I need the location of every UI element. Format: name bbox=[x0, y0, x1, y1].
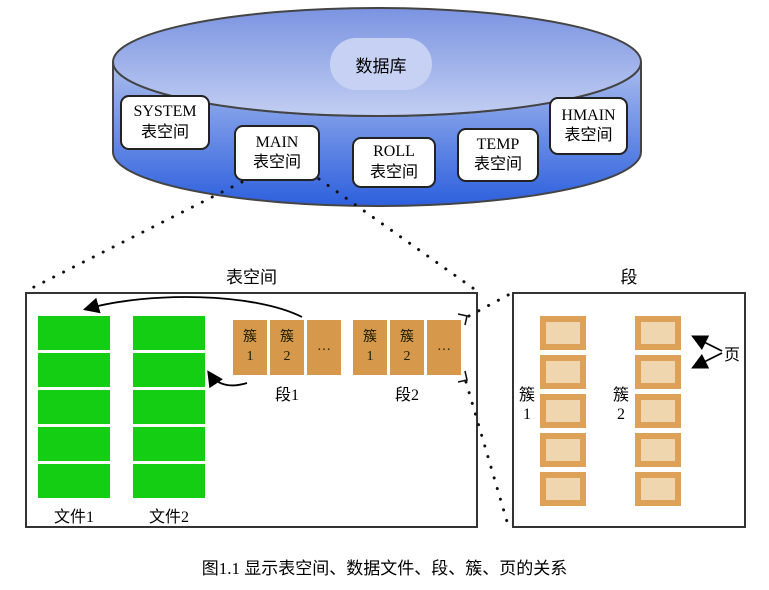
file1-block bbox=[38, 316, 110, 350]
seg1-cluster-more: … bbox=[307, 320, 341, 375]
segbox-cluster2-line2: 2 bbox=[617, 406, 625, 424]
file1-column bbox=[38, 316, 110, 501]
segbox-cluster2-line1: 簇 bbox=[612, 387, 629, 404]
tablespace-hmain-type: 表空间 bbox=[564, 127, 613, 144]
seg1-cluster-more-dots: … bbox=[317, 339, 331, 355]
tablespace-system: SYSTEM 表空间 bbox=[120, 95, 210, 150]
file2-label: 文件2 bbox=[148, 509, 189, 526]
tablespace-main: MAIN 表空间 bbox=[234, 125, 320, 181]
file2-block bbox=[133, 390, 205, 424]
database-label: 数据库 bbox=[330, 38, 432, 90]
segbox-cluster1-line2: 1 bbox=[523, 406, 531, 424]
tablespace-system-type: 表空间 bbox=[140, 123, 189, 141]
file1-block bbox=[38, 464, 110, 498]
tablespace-panel-title: 表空间 bbox=[226, 268, 277, 287]
segbox-cluster1-label: 簇 1 bbox=[512, 386, 542, 424]
tablespace-temp-name: TEMP bbox=[476, 135, 520, 153]
segment1-label: 段1 bbox=[274, 387, 299, 404]
tablespace-hmain: HMAIN 表空间 bbox=[549, 97, 628, 155]
database-label-text: 数据库 bbox=[355, 56, 407, 76]
tablespace-roll: ROLL 表空间 bbox=[352, 137, 436, 188]
segbox-cluster1-line1: 簇 bbox=[518, 387, 535, 404]
cluster1-page bbox=[540, 355, 586, 389]
seg1-cluster1-line2: 1 bbox=[246, 348, 254, 364]
tablespace-roll-type: 表空间 bbox=[369, 163, 418, 181]
file1-label: 文件1 bbox=[53, 509, 94, 526]
cluster1-page bbox=[540, 472, 586, 506]
file1-block bbox=[38, 390, 110, 424]
seg1-cluster2-line1: 簇 bbox=[280, 330, 294, 346]
seg2-cluster1-line1: 簇 bbox=[363, 330, 377, 346]
seg2-cluster2-line2: 2 bbox=[403, 348, 411, 364]
file2-block bbox=[133, 464, 205, 498]
cluster1-page bbox=[540, 433, 586, 467]
seg1-cluster2: 簇 2 bbox=[270, 320, 304, 375]
cluster2-page bbox=[635, 394, 681, 428]
seg2-cluster1-line2: 1 bbox=[366, 348, 374, 364]
tablespace-roll-name: ROLL bbox=[373, 143, 415, 161]
tablespace-main-name: MAIN bbox=[255, 133, 299, 151]
cluster2-page bbox=[635, 316, 681, 350]
file1-block bbox=[38, 427, 110, 461]
seg2-cluster2: 簇 2 bbox=[390, 320, 424, 375]
file2-block bbox=[133, 353, 205, 387]
tablespace-system-name: SYSTEM bbox=[133, 103, 197, 121]
file2-block bbox=[133, 316, 205, 350]
tablespace-main-type: 表空间 bbox=[252, 154, 301, 171]
file2-block bbox=[133, 427, 205, 461]
tablespace-temp: TEMP 表空间 bbox=[457, 128, 539, 182]
seg2-cluster2-line1: 簇 bbox=[400, 330, 414, 346]
segment-panel-title: 段 bbox=[620, 268, 638, 287]
file2-column bbox=[133, 316, 205, 501]
cluster1-page bbox=[540, 316, 586, 350]
seg2-cluster-more-dots: … bbox=[437, 339, 451, 355]
tablespace-hmain-name: HMAIN bbox=[561, 106, 616, 124]
cluster2-page bbox=[635, 433, 681, 467]
seg1-cluster1-line1: 簇 bbox=[243, 330, 257, 346]
cluster1-page bbox=[540, 394, 586, 428]
segment2-label: 段2 bbox=[394, 387, 419, 404]
seg2-cluster-more: … bbox=[427, 320, 461, 375]
seg2-cluster1: 簇 1 bbox=[353, 320, 387, 375]
segbox-cluster2-label: 簇 2 bbox=[606, 386, 636, 424]
figure-caption: 图1.1 显示表空间、数据文件、段、簇、页的关系 bbox=[201, 559, 568, 578]
page-label: 页 bbox=[724, 347, 741, 364]
file1-block bbox=[38, 353, 110, 387]
tablespace-temp-type: 表空间 bbox=[473, 156, 522, 173]
cluster2-page bbox=[635, 355, 681, 389]
seg1-cluster1: 簇 1 bbox=[233, 320, 267, 375]
seg1-cluster2-line2: 2 bbox=[283, 348, 291, 364]
cluster2-page bbox=[635, 472, 681, 506]
